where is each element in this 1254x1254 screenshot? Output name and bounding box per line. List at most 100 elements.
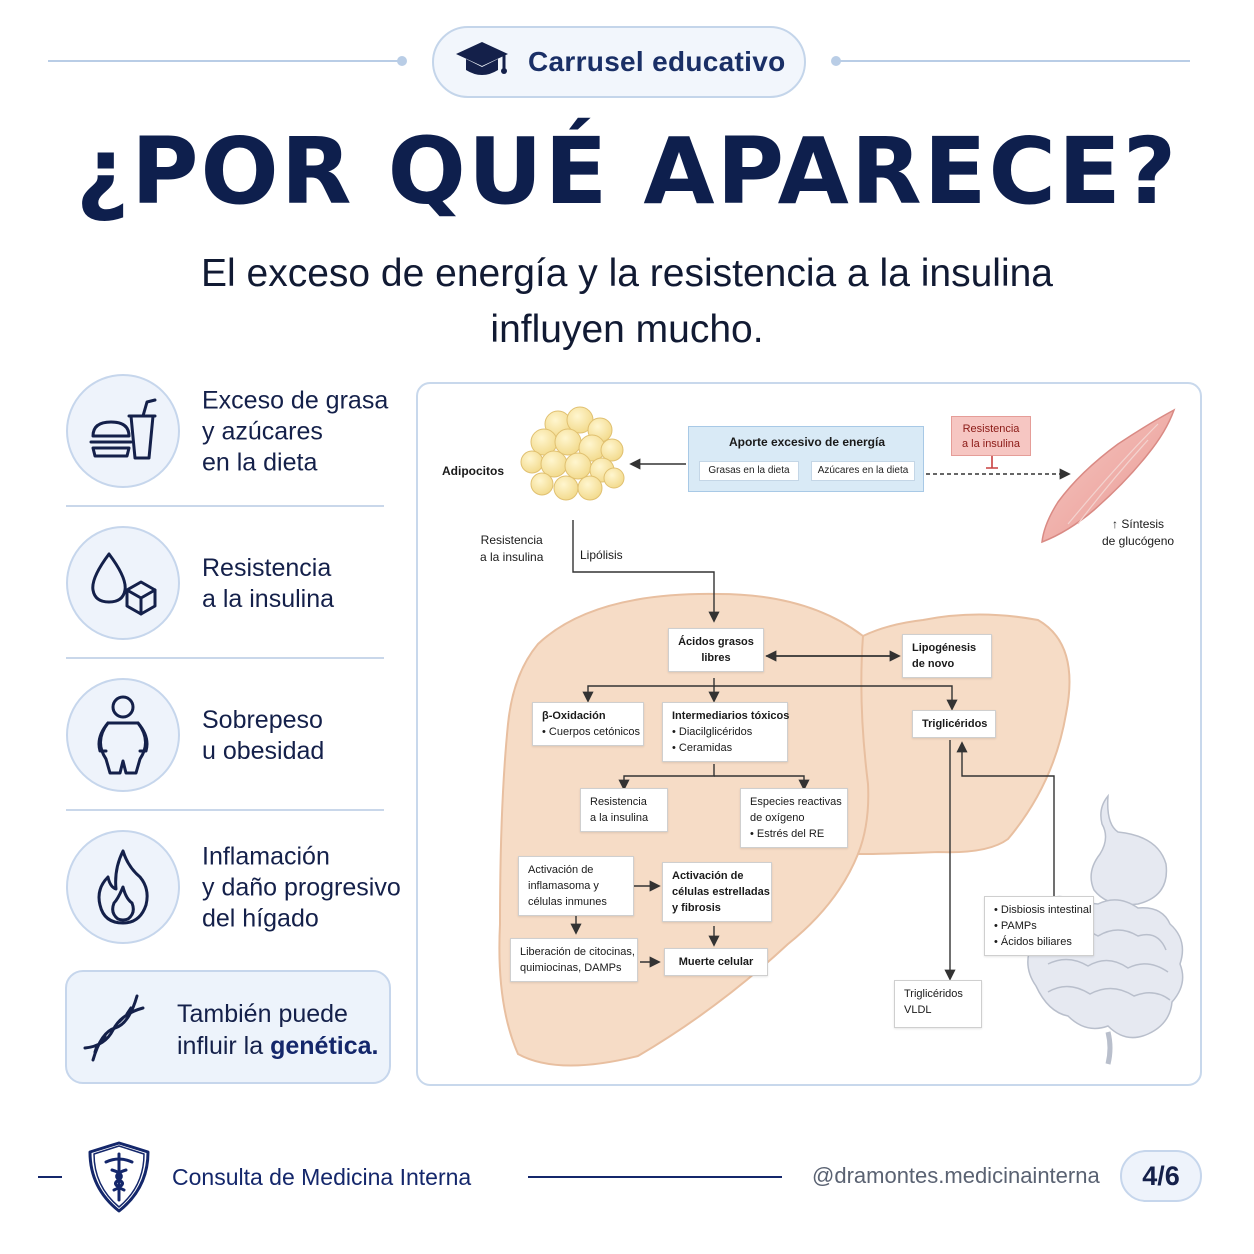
liver-resistance-line-1: Resistencia xyxy=(590,796,647,808)
genetics-text: También puede influir la genética. xyxy=(177,998,378,1062)
factor-divider-1 xyxy=(66,505,384,507)
caduceus-shield-icon xyxy=(86,1140,152,1219)
factor-inflammation: Inflamación y daño progresivo del hígado xyxy=(66,830,401,946)
adipocytes-label: Adipocitos xyxy=(442,464,504,478)
genetics-line-1: También puede xyxy=(177,1000,348,1028)
drop-cube-icon xyxy=(66,526,180,640)
cytokines-line-2: quimiocinas, DAMPs xyxy=(520,962,622,974)
free-fatty-acids-box: Ácidos grasos libres xyxy=(668,628,764,672)
genetics-card: También puede influir la genética. xyxy=(65,970,391,1084)
adipocyte-cluster xyxy=(520,406,625,501)
stellate-line-3: y fibrosis xyxy=(672,902,721,914)
factor-inflammation-line-1: Inflamación xyxy=(202,842,330,871)
liver-resistance-line-2: a la insulina xyxy=(590,812,649,824)
header-rule-left xyxy=(48,60,400,62)
factor-diet-line-2: y azúcares xyxy=(202,417,323,446)
factor-diet: Exceso de grasa y azúcares en la dieta xyxy=(66,374,392,490)
genetics-emphasis: genética. xyxy=(270,1032,379,1060)
stellate-line-1: Activación de xyxy=(672,870,744,882)
adipose-insulin-resistance-label: Resistencia a la insulina xyxy=(480,532,543,566)
energy-intake-box: Aporte excesivo de energía Grasas en la … xyxy=(688,426,924,492)
dna-icon xyxy=(83,992,147,1069)
energy-sugars-chip: Azúcares en la dieta xyxy=(811,461,915,481)
footer-rule-mid xyxy=(528,1176,782,1178)
glycogen-synthesis-label: ↑ Síntesis de glucógeno xyxy=(1102,516,1174,550)
toxic-intermediates-title: Intermediarios tóxicos xyxy=(672,710,790,722)
inflammasome-line-3: células inmunes xyxy=(528,896,607,908)
factor-obesity-text: Sobrepeso u obesidad xyxy=(202,705,324,767)
pathophysiology-diagram: Adipocitos Aporte excesivo de energía Gr… xyxy=(416,382,1202,1086)
factor-diet-line-3: en la dieta xyxy=(202,448,318,477)
genetics-line-2-prefix: influir la xyxy=(177,1032,271,1060)
carousel-badge-label: Carrusel educativo xyxy=(528,46,786,77)
factor-inflammation-line-3: del hígado xyxy=(202,904,319,933)
factor-insulin-text: Resistencia a la insulina xyxy=(202,553,334,615)
header-rule-right xyxy=(840,60,1190,62)
cytokine-release-box: Liberación de citocinas, quimiocinas, DA… xyxy=(510,938,638,982)
adipose-resistance-line-2: a la insulina xyxy=(480,550,544,564)
factor-divider-3 xyxy=(66,809,384,811)
carousel-badge: Carrusel educativo xyxy=(432,26,806,98)
page-indicator: 4/6 xyxy=(1120,1150,1202,1202)
burger-soda-icon xyxy=(66,374,180,488)
muscle-resistance-line-1: Resistencia xyxy=(962,423,1020,435)
flame-icon xyxy=(66,830,180,944)
muscle-resistance-line-2: a la insulina xyxy=(961,438,1021,450)
muscle-shape xyxy=(1041,408,1176,544)
factor-obesity-line-2: u obesidad xyxy=(202,737,325,765)
reactive-oxygen-box: Especies reactivas de oxígeno • Estrés d… xyxy=(740,788,848,848)
toxic-item-2: • Ceramidas xyxy=(672,742,733,754)
gut-item-1: • Disbiosis intestinal xyxy=(994,904,1092,916)
glycogen-line-1: ↑ Síntesis xyxy=(1112,517,1165,531)
lipogenesis-line-1: Lipogénesis xyxy=(912,642,977,654)
cell-death-label: Muerte celular xyxy=(678,956,754,968)
inflammasome-line-2: inflamasoma y xyxy=(528,880,599,892)
triglycerides-box: Triglicéridos xyxy=(912,710,996,738)
factor-inflammation-text: Inflamación y daño progresivo del hígado xyxy=(202,842,401,935)
social-handle: @dramontes.medicinainterna xyxy=(812,1163,1100,1188)
factor-obesity-line-1: Sobrepeso xyxy=(202,706,323,734)
page-subtitle: El exceso de energía y la resistencia a … xyxy=(100,246,1154,358)
factor-divider-2 xyxy=(66,657,384,659)
subtitle-line-1: El exceso de energía y la resistencia a … xyxy=(201,252,1053,295)
header-rule-left-dot xyxy=(397,56,407,66)
factor-diet-text: Exceso de grasa y azúcares en la dieta xyxy=(202,386,388,479)
factor-insulin-line-2: a la insulina xyxy=(202,585,335,613)
factor-insulin: Resistencia a la insulina xyxy=(66,526,392,642)
factor-insulin-line-1: Resistencia xyxy=(202,554,332,582)
triglycerides-label: Triglicéridos xyxy=(922,718,988,730)
de-novo-lipogenesis-box: Lipogénesis de novo xyxy=(902,634,992,678)
cytokines-line-1: Liberación de citocinas, xyxy=(520,946,635,958)
footer-rule-left xyxy=(38,1176,62,1178)
vldl-box: Triglicéridos VLDL xyxy=(894,980,982,1028)
energy-fats-chip: Grasas en la dieta xyxy=(699,461,799,481)
factor-diet-line-1: Exceso de grasa xyxy=(202,386,389,415)
liver-lobe-line xyxy=(857,635,870,855)
ffa-line-2: libres xyxy=(701,652,731,664)
lipolysis-label: Lipólisis xyxy=(580,548,623,562)
muscle-insulin-resistance-box: Resistencia a la insulina xyxy=(951,416,1031,456)
stellate-cells-box: Activación de células estrelladas y fibr… xyxy=(662,862,772,922)
header-rule-right-dot xyxy=(831,56,841,66)
gut-item-3: • Ácidos biliares xyxy=(994,936,1072,948)
ros-line-1: Especies reactivas xyxy=(750,796,842,808)
ros-line-3: • Estrés del RE xyxy=(750,828,825,840)
toxic-intermediates-box: Intermediarios tóxicos • Diacilglicérido… xyxy=(662,702,790,762)
page-title: ¿POR QUÉ APARECE? xyxy=(75,118,1179,225)
inflammasome-line-1: Activación de xyxy=(528,864,594,876)
diagram-connectors xyxy=(570,458,1071,981)
clinic-name: Consulta de Medicina Interna xyxy=(172,1164,472,1190)
lipogenesis-line-2: de novo xyxy=(912,658,955,670)
inflammasome-box: Activación de inflamasoma y células inmu… xyxy=(518,856,634,916)
energy-intake-title: Aporte excesivo de energía xyxy=(728,435,886,449)
adipose-resistance-line-1: Resistencia xyxy=(480,533,543,547)
genetics-line-2: influir la genética. xyxy=(177,1030,378,1062)
graduation-cap-icon xyxy=(454,40,510,85)
vldl-line-1: Triglicéridos xyxy=(904,988,963,1000)
beta-oxidation-item-1: • Cuerpos cetónicos xyxy=(542,726,641,738)
subtitle-line-2: influyen mucho. xyxy=(490,308,764,351)
gut-item-2: • PAMPs xyxy=(994,920,1037,932)
liver-insulin-resistance-box: Resistencia a la insulina xyxy=(580,788,668,832)
body-silhouette-icon xyxy=(66,678,180,792)
toxic-item-1: • Diacilglicéridos xyxy=(672,726,753,738)
